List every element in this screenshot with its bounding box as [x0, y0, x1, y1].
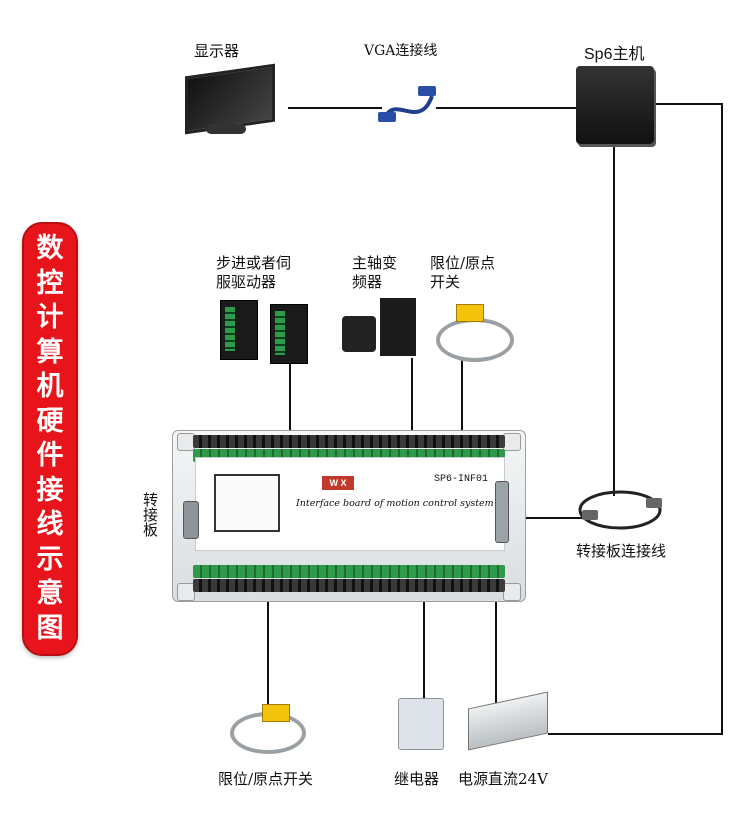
- stepper-driver-icon: [220, 300, 258, 360]
- db-connector-port: [495, 481, 509, 543]
- board-brand-logo: W X: [322, 476, 354, 490]
- stepper-driver-label: 步进或者伺 服驱动器: [216, 254, 326, 292]
- banner-char: 计: [36, 302, 64, 333]
- banner-char: 线: [36, 509, 64, 540]
- proximity-sensor-icon: [456, 304, 484, 322]
- banner-char: 图: [36, 612, 64, 644]
- power-supply-label: 电源直流24V: [458, 770, 548, 788]
- board-model: SP6-INF01: [434, 474, 489, 485]
- servo-motor-icon: [342, 316, 376, 352]
- monitor-stand: [206, 124, 246, 134]
- banner-char: 数: [36, 233, 64, 264]
- relay-label: 继电器: [394, 770, 440, 788]
- adapter-board-label: 转接板: [141, 492, 159, 537]
- db9-port: [183, 501, 199, 539]
- sensor-cable-coil-top: [436, 318, 514, 362]
- host-box-icon: [576, 66, 654, 144]
- limit-switch-top-label-line1: 限位/原点: [430, 254, 496, 272]
- spindle-inverter-icon: [380, 298, 416, 356]
- mount-ear: [503, 433, 521, 451]
- limit-switch-bottom-label: 限位/原点开关: [218, 770, 314, 788]
- limit-switch-top-label: 限位/原点 开关: [430, 254, 530, 292]
- diagram-title-banner: 数控计算机硬件接线示意图: [22, 222, 78, 656]
- sp6-host-label: Sp6主机: [584, 46, 645, 63]
- mount-ear: [177, 583, 195, 601]
- board-front-panel: W X SP6-INF01 Interface board of motion …: [195, 457, 505, 551]
- top-terminal-strip: [193, 435, 505, 448]
- vga-cable-label: VGA连接线: [364, 43, 438, 59]
- stepper-driver-icon-2: [270, 304, 308, 364]
- banner-title: 数控计算机硬件接线示意图: [37, 232, 64, 646]
- banner-char: 示: [36, 543, 64, 575]
- banner-char: 算: [36, 336, 64, 368]
- stepper-driver-label-line1: 步进或者伺: [216, 254, 292, 272]
- banner-char: 机: [36, 371, 64, 402]
- proximity-sensor-icon-bottom: [262, 704, 290, 722]
- spindle-inverter-label-line2: 频器: [352, 273, 383, 291]
- interface-board: W X SP6-INF01 Interface board of motion …: [172, 430, 526, 602]
- spindle-inverter-label-line1: 主轴变: [352, 254, 398, 272]
- mount-ear: [503, 583, 521, 601]
- banner-char: 件: [36, 440, 64, 471]
- stepper-driver-label-line2: 服驱动器: [216, 273, 277, 291]
- wire-host-power: [548, 103, 723, 735]
- monitor-label: 显示器: [194, 42, 240, 60]
- bottom-green-terminals: [193, 565, 505, 578]
- banner-char: 接: [36, 474, 64, 506]
- banner-char: 控: [36, 267, 64, 299]
- limit-switch-top-label-line2: 开关: [430, 273, 461, 291]
- vga-cable-icon: [378, 86, 436, 122]
- banner-char: 硬: [36, 405, 64, 437]
- bottom-terminal-strip: [193, 579, 505, 592]
- adapter-cable-icon: [578, 490, 662, 530]
- board-description: Interface board of motion control system: [296, 498, 494, 509]
- adapter-cable-label: 转接板连接线: [576, 542, 667, 560]
- banner-char: 意: [36, 578, 64, 609]
- relay-icon: [398, 698, 444, 750]
- spindle-inverter-label: 主轴变 频器: [352, 254, 422, 292]
- board-display-window: [214, 474, 280, 532]
